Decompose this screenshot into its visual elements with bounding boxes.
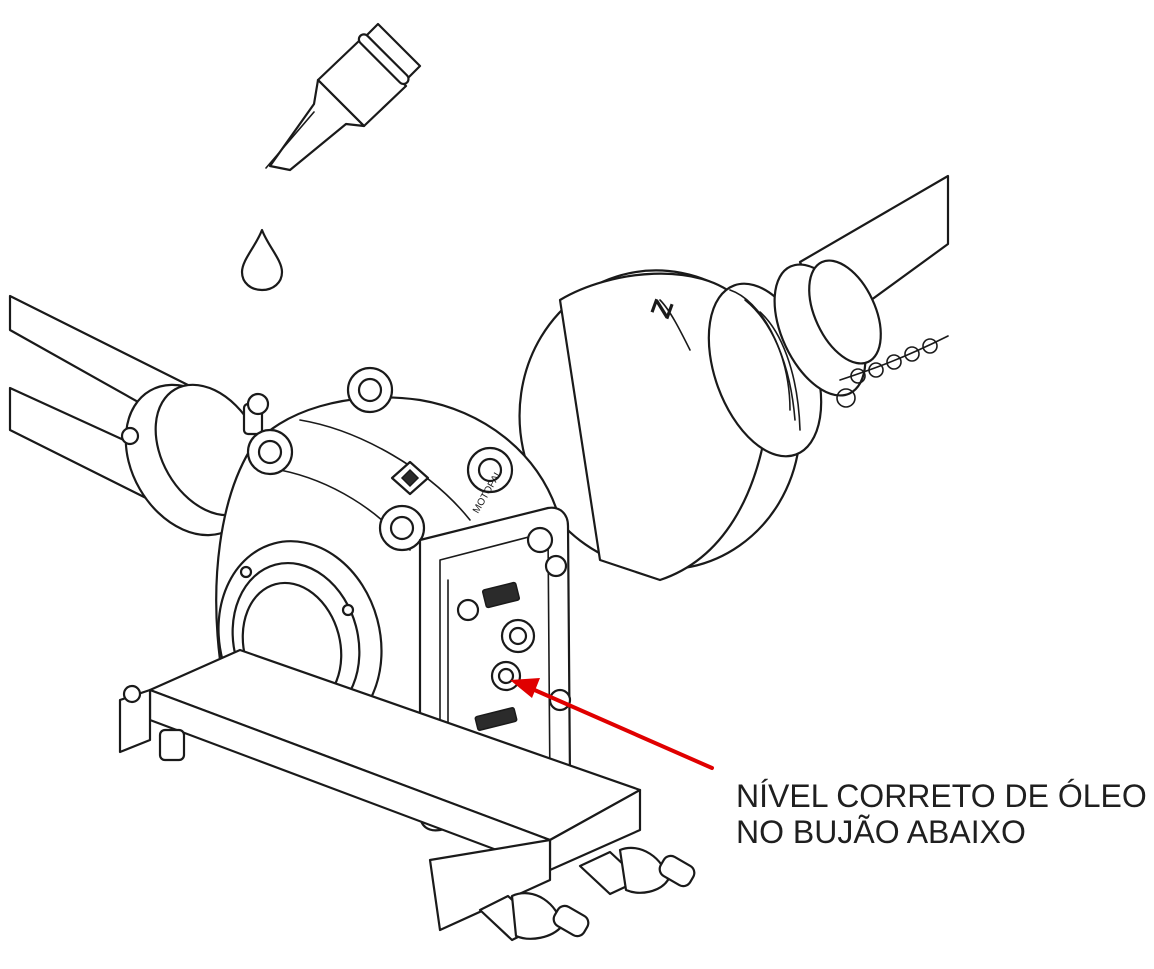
oil-level-label-line1: NÍVEL CORRETO DE ÓLEO — [736, 778, 1147, 814]
oil-drop-icon — [240, 228, 284, 292]
hose-fittings — [478, 846, 696, 942]
oil-level-label: NÍVEL CORRETO DE ÓLEO NO BUJÃO ABAIXO — [736, 778, 1147, 850]
oil-level-label-line2: NO BUJÃO ABAIXO — [736, 814, 1026, 850]
base-bracket — [118, 648, 642, 932]
coupling: Z — [518, 259, 949, 582]
level-arrow — [510, 678, 714, 770]
oil-dropper-icon — [265, 22, 422, 172]
